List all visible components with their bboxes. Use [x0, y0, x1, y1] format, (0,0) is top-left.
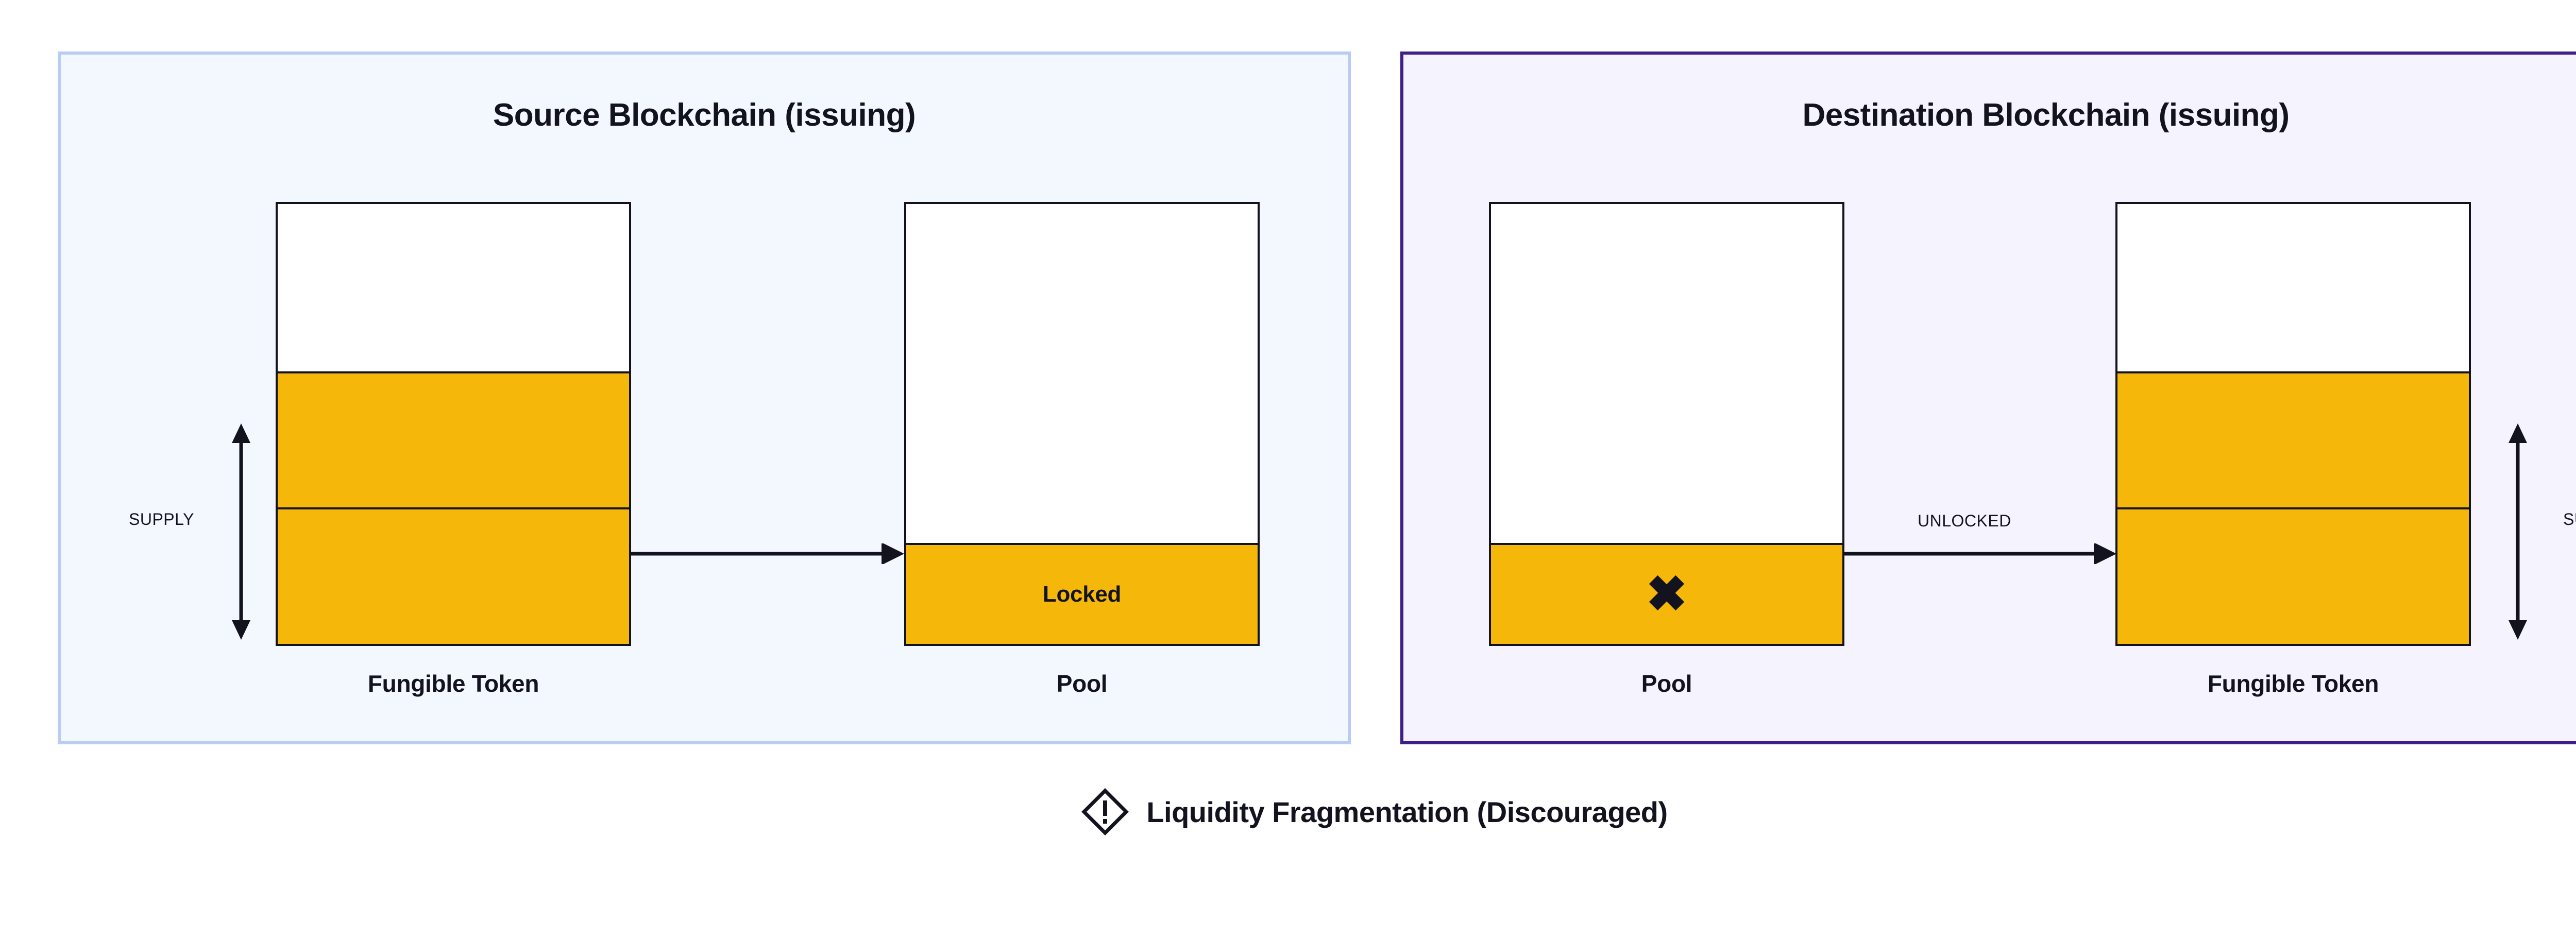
footer-note: Liquidity Fragmentation (Discouraged)	[0, 788, 2576, 835]
supply-label-destination: SUPPLY	[2563, 510, 2576, 528]
arrow-right-icon-destination	[1844, 542, 2116, 565]
bar-caption-destination-pool: Pool	[1641, 670, 1692, 697]
bar-destination-fungible-token	[2115, 202, 2471, 646]
flow-arrow-source-lock	[631, 542, 904, 567]
bar-segment-filled	[2117, 371, 2469, 508]
bar-segment-empty	[906, 204, 1258, 543]
panel-title-destination: Destination Blockchain (issuing)	[1802, 97, 2290, 133]
bar-group-source-fungible-token: Fungible Token	[276, 202, 631, 697]
bar-group-destination-pool: ✖ Pool	[1489, 202, 1844, 697]
panel-title-source: Source Blockchain (issuing)	[493, 97, 916, 133]
bar-segment-filled	[278, 371, 629, 508]
supply-double-arrow-icon-destination	[2509, 423, 2527, 640]
supply-double-arrow-icon-source	[232, 423, 250, 640]
bar-segment-empty	[278, 204, 629, 371]
bar-segment-empty	[2117, 204, 2469, 371]
bar-group-destination-fungible-token: Fungible Token	[2115, 202, 2471, 697]
supply-indicator-source: SUPPLY	[118, 423, 273, 640]
bar-group-source-pool: Locked Pool	[904, 202, 1260, 697]
bar-destination-pool: ✖	[1489, 202, 1844, 646]
cross-mark-icon: ✖	[1646, 566, 1688, 622]
bar-segment-filled-blocked: ✖	[1491, 542, 1842, 644]
bar-caption-source-fungible-token: Fungible Token	[367, 670, 539, 697]
arrow-right-icon-source	[631, 542, 904, 565]
flow-arrow-destination-unlock: UNLOCKED	[1844, 511, 2116, 567]
bar-segment-label-locked: Locked	[1042, 581, 1122, 607]
supply-indicator-destination: SUPPLY	[2501, 423, 2576, 640]
bar-segment-filled	[2117, 507, 2469, 644]
supply-label-source: SUPPLY	[129, 510, 194, 528]
warning-diamond-icon	[1081, 788, 1129, 835]
footer-note-text: Liquidity Fragmentation (Discouraged)	[1146, 795, 1668, 828]
bar-caption-source-pool: Pool	[1056, 670, 1108, 697]
bar-segment-empty	[1491, 204, 1842, 543]
bar-segment-filled-locked: Locked	[906, 542, 1258, 644]
bar-caption-destination-fungible-token: Fungible Token	[2207, 670, 2379, 697]
bar-segment-filled	[278, 507, 629, 644]
bar-source-fungible-token	[276, 202, 631, 646]
flow-arrow-label-unlocked: UNLOCKED	[1918, 511, 2011, 530]
bar-source-pool: Locked	[904, 202, 1260, 646]
